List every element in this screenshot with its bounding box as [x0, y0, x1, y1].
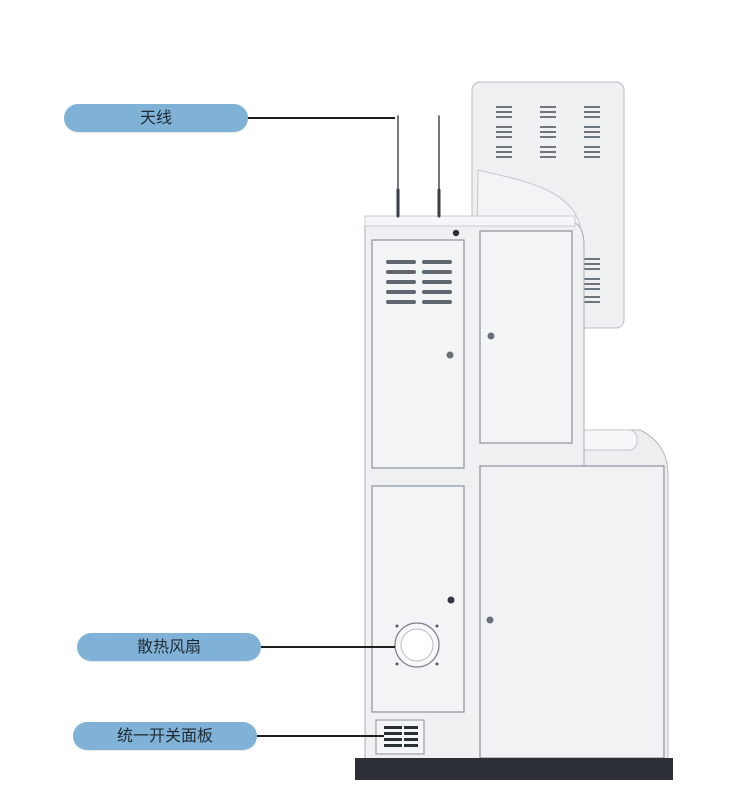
leader-lines [248, 117, 395, 737]
lock-knob [447, 596, 455, 604]
callout-cooling-fan: 散热风扇 [77, 633, 261, 661]
lock-knob [446, 351, 454, 359]
left-upper-door [371, 239, 465, 469]
lock-knob [487, 332, 495, 340]
lock-knob [486, 616, 494, 624]
top-port [452, 229, 460, 237]
cooling-fan-grille [394, 622, 440, 668]
callout-antenna: 天线 [64, 104, 248, 132]
callout-cooling-fan-label: 散热风扇 [136, 637, 201, 656]
cabinet-base [355, 758, 673, 780]
callout-switch-panel: 统一开关面板 [73, 722, 257, 750]
antenna-rods [396, 115, 441, 218]
door-vent-slots [386, 260, 452, 304]
monitor-vent-grille [496, 106, 600, 303]
left-lower-door [371, 485, 465, 713]
right-upper-door [479, 230, 573, 444]
right-lower-door [479, 465, 665, 759]
callout-antenna-label: 天线 [139, 108, 172, 127]
callout-switch-panel-label: 统一开关面板 [116, 726, 213, 745]
